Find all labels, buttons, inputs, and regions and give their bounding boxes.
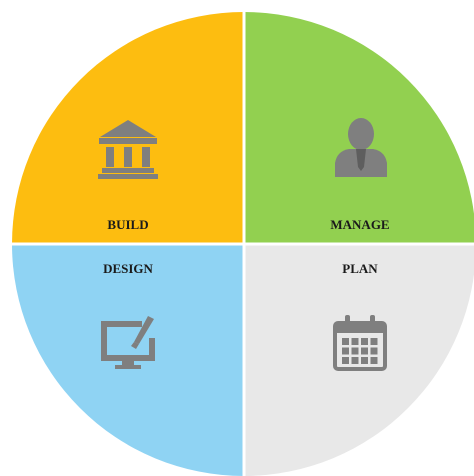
calendar-day-cell bbox=[361, 357, 368, 364]
bank-icon bbox=[98, 120, 158, 179]
label-build: BUILD bbox=[107, 217, 148, 232]
quadrant-build bbox=[12, 12, 244, 244]
user-icon bbox=[335, 118, 387, 177]
calendar-day-cell bbox=[342, 347, 349, 355]
calendar-day-cell bbox=[370, 338, 378, 345]
calendar-day-cell bbox=[351, 357, 359, 364]
label-plan: PLAN bbox=[342, 261, 378, 276]
calendar-day-cell bbox=[370, 347, 378, 355]
calendar-grid bbox=[342, 338, 378, 364]
calendar-day-cell bbox=[361, 347, 368, 355]
calendar-day-cell bbox=[342, 357, 349, 364]
label-manage: MANAGE bbox=[330, 217, 389, 232]
calendar-day-cell bbox=[370, 357, 378, 364]
label-design: DESIGN bbox=[103, 261, 153, 276]
calendar-day-cell bbox=[351, 338, 359, 345]
quadrant-plan bbox=[244, 244, 474, 476]
calendar-day-cell bbox=[342, 338, 349, 345]
calendar-day-cell bbox=[351, 347, 359, 355]
monitor-pen-icon bbox=[101, 316, 155, 369]
calendar-icon bbox=[333, 315, 387, 371]
calendar-day-cell bbox=[361, 338, 368, 345]
